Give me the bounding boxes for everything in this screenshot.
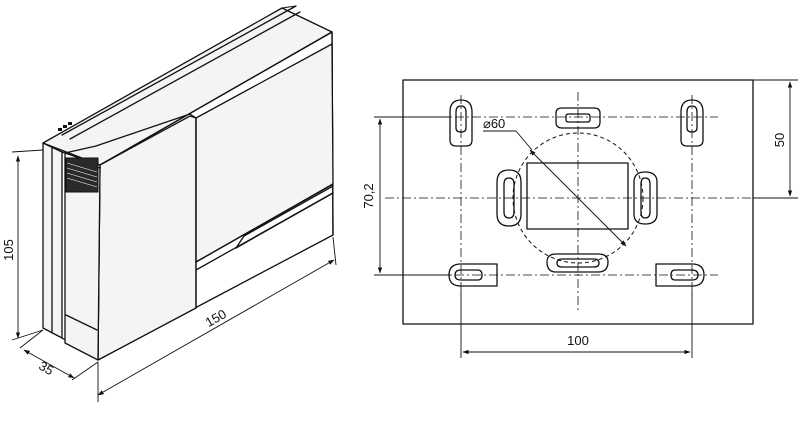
slot-top-right — [680, 99, 704, 147]
slot-top-left — [449, 99, 473, 147]
slot-bottom-right — [655, 263, 705, 287]
depth-label: 35 — [36, 358, 56, 378]
base-plate — [402, 79, 754, 325]
slot-bottom-left — [448, 263, 498, 287]
slot-bottom — [546, 253, 609, 273]
bottom-width-label: 100 — [567, 333, 589, 348]
cover-grille — [65, 157, 99, 193]
slot-left — [496, 169, 522, 227]
mounting-view: ⌀60 70,2 50 100 — [361, 79, 798, 358]
height-label: 105 — [1, 239, 16, 261]
left-height-label: 70,2 — [361, 183, 376, 208]
width-label: 150 — [203, 306, 229, 330]
door-handle — [235, 185, 334, 249]
slot-right — [633, 171, 658, 225]
center-circle — [512, 132, 644, 264]
isometric-view: 105 35 150 — [1, 5, 337, 402]
right-height-label: 50 — [772, 133, 787, 147]
slot-top — [555, 107, 601, 129]
vent-mark — [58, 122, 72, 131]
diameter-label: ⌀60 — [483, 116, 505, 131]
cable-opening — [526, 162, 629, 230]
